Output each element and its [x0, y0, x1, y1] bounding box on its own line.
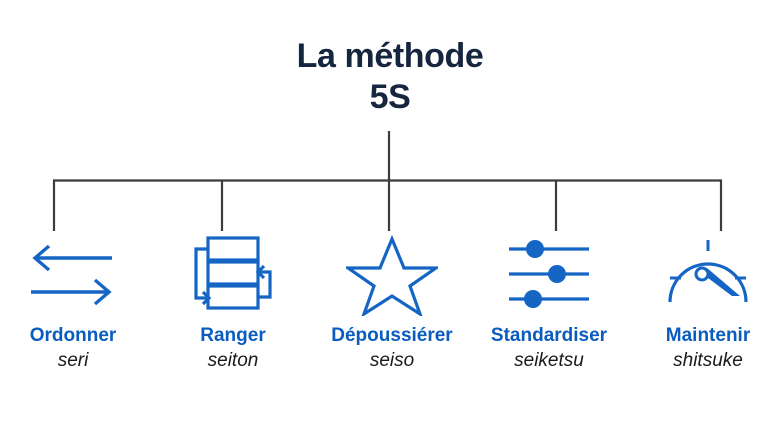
star-outline-icon [346, 232, 438, 316]
steps-row: Ordonner seri Ranger [0, 232, 780, 372]
step-label-jp: seri [57, 349, 89, 371]
step-label-fr: Ordonner [29, 325, 117, 346]
page-title: La méthode 5S [0, 36, 780, 119]
step-label-jp: shitsuke [673, 349, 743, 371]
page-title-line-1: La méthode [296, 37, 484, 75]
page-title-line-2: 5S [369, 78, 411, 117]
two-opposing-arrows-icon [17, 232, 129, 316]
sliders-icon [499, 232, 599, 316]
step-label-jp: seiso [369, 349, 415, 371]
stacked-boxes-reorder-icon [181, 232, 285, 316]
step-label-jp: seiton [207, 349, 259, 371]
step-ordonner[interactable]: Ordonner seri [0, 232, 151, 372]
step-standardiser[interactable]: Standardiser seiketsu [471, 232, 627, 372]
step-maintenir[interactable]: Maintenir shitsuke [630, 232, 780, 372]
step-label-fr: Standardiser [490, 325, 608, 346]
step-label-fr: Maintenir [665, 325, 751, 346]
step-label-fr: Ranger [200, 325, 266, 346]
step-label-fr: Dépoussiérer [331, 325, 453, 346]
step-ranger[interactable]: Ranger seiton [155, 232, 311, 372]
step-label-jp: seiketsu [514, 349, 584, 371]
gauge-icon [662, 232, 754, 316]
step-depoussierer[interactable]: Dépoussiérer seiso [314, 232, 470, 372]
